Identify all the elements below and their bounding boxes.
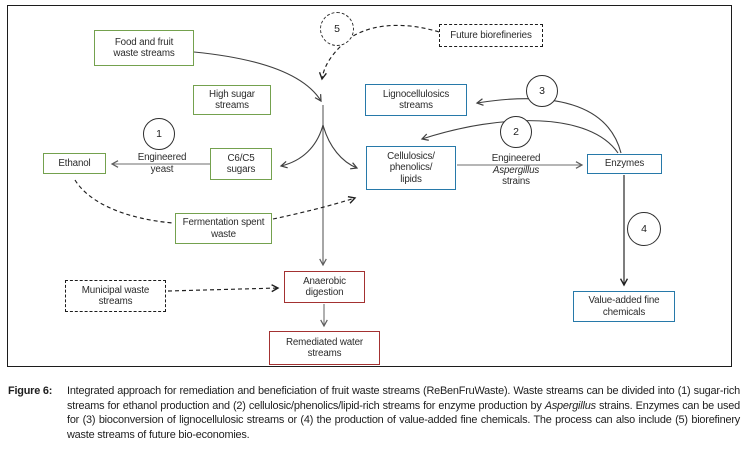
step-circle-1: 1 [143, 118, 175, 150]
caption-text-italic-aspergillus: Aspergillus [544, 399, 596, 412]
caption-text-part1: Integrated approach for remediation and … [67, 385, 740, 412]
node-high-sugar-streams: High sugar streams [193, 85, 271, 115]
step-circle-5: 5 [320, 12, 354, 46]
node-lignocellulosics-streams: Lignocellulosics streams [365, 84, 467, 116]
step-number-3: 3 [539, 85, 545, 97]
node-anaerobic-digestion: Anaerobic digestion [284, 271, 365, 303]
label-engineered-yeast: Engineered yeast [137, 152, 187, 175]
step-circle-3: 3 [526, 75, 558, 107]
node-c6c5-sugars: C6/C5 sugars [210, 148, 272, 180]
step-number-1: 1 [156, 128, 162, 140]
node-future-biorefineries: Future biorefineries [439, 24, 543, 47]
node-food-fruit-waste-streams: Food and fruit waste streams [94, 30, 194, 66]
step-number-5: 5 [334, 23, 340, 35]
step-circle-4: 4 [627, 212, 661, 246]
node-municipal-waste-streams: Municipal waste streams [65, 280, 166, 312]
step-circle-2: 2 [500, 116, 532, 148]
label-line-strains: strains [502, 176, 530, 187]
step-number-2: 2 [513, 126, 519, 138]
step-number-4: 4 [641, 223, 647, 235]
label-engineered-aspergillus-strains: Engineered Aspergillus strains [480, 153, 552, 188]
label-line-aspergillus: Aspergillus [492, 164, 540, 176]
node-fermentation-spent-waste: Fermentation spent waste [175, 213, 272, 244]
node-enzymes: Enzymes [587, 154, 662, 174]
node-ethanol: Ethanol [43, 153, 106, 174]
node-value-added-fine-chemicals: Value-added fine chemicals [573, 291, 675, 322]
label-line-engineered: Engineered [491, 153, 541, 164]
node-remediated-water-streams: Remediated water streams [269, 331, 380, 365]
figure-caption-label: Figure 6: [8, 385, 53, 397]
caption-text-part2: strains. Enzymes can be used for (3) bio… [67, 399, 740, 441]
node-cellulosics-phenolics-lipids: Cellulosics/ phenolics/ lipids [366, 146, 456, 190]
figure-caption-text: Integrated approach for remediation and … [67, 384, 740, 442]
